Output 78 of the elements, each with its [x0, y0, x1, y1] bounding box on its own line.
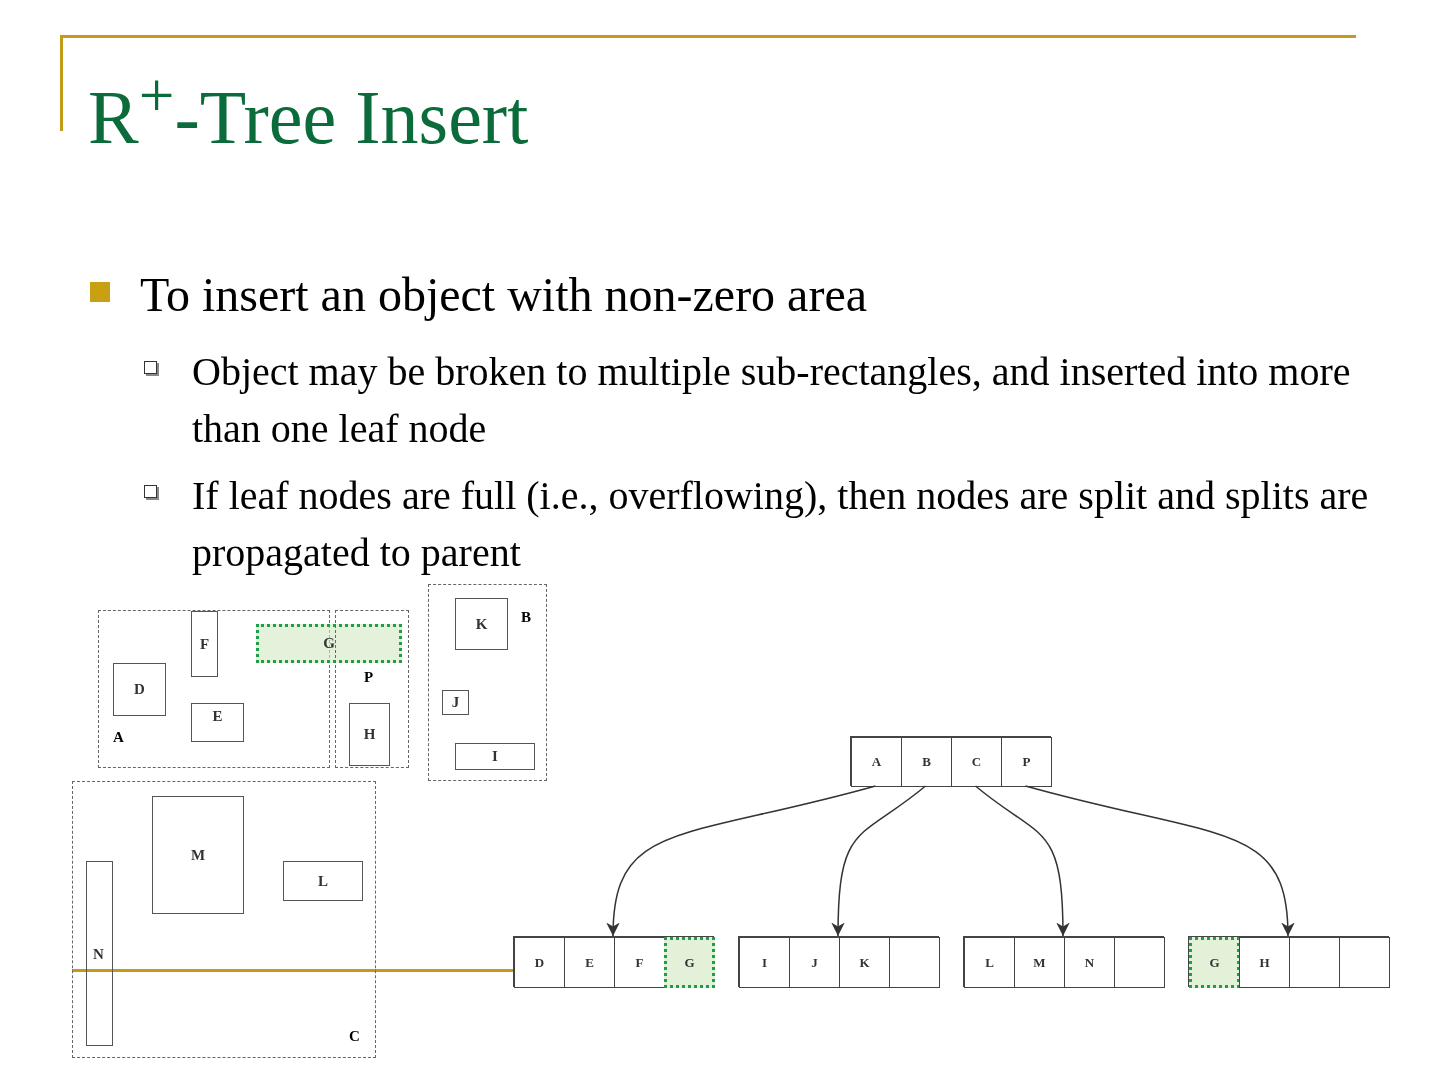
entry-cell [839, 937, 890, 988]
box-label: J [811, 954, 818, 971]
rectangle-box [191, 611, 218, 677]
arrow [1024, 785, 1294, 937]
rectangle-box [86, 861, 113, 1046]
entry-cell [564, 937, 615, 988]
entry-cell [851, 737, 902, 787]
bullet-text: To insert an object with non-zero area [140, 267, 868, 323]
box-label: E [212, 708, 223, 725]
entry-cell [1064, 937, 1115, 988]
rectangle-box [455, 598, 508, 650]
rectangle-box [349, 703, 390, 766]
region-label: B [521, 609, 531, 626]
bullet-text: Object may be broken to multiple sub-rectangles, and inserted into more than one leaf node [192, 348, 1352, 453]
rectangle-box [442, 690, 469, 715]
box-label: K [475, 615, 488, 633]
entry-cell [1289, 937, 1340, 988]
dashed-region-box [72, 781, 376, 1058]
dashed-region-box [428, 584, 547, 781]
entry-cell [514, 937, 565, 988]
box-label: A [871, 754, 882, 770]
box-label: G [684, 954, 695, 971]
box-label: P [1022, 754, 1031, 770]
box-label: K [859, 954, 870, 971]
entry-cell [739, 937, 790, 988]
region-label: C [349, 1028, 360, 1045]
rectangle-box [283, 861, 363, 901]
box-label: L [985, 954, 994, 971]
box-label: F [199, 635, 210, 653]
box-label: N [93, 946, 104, 963]
rectangle-box [152, 796, 244, 914]
box-label: H [1259, 954, 1270, 971]
arrow [831, 785, 927, 937]
box-label: J [451, 694, 460, 711]
region-label: A [113, 729, 124, 746]
rectangle-box [191, 703, 244, 742]
tree-node-record [963, 936, 1164, 987]
entry-cell [1014, 937, 1065, 988]
box-label: I [492, 748, 498, 765]
tree-node-record [1188, 936, 1389, 987]
box-label: C [971, 754, 982, 770]
entry-cell [1114, 937, 1165, 988]
entry-cell [889, 937, 940, 988]
tree-node-record [738, 936, 939, 987]
box-label: G [1209, 954, 1220, 971]
box-label: N [1084, 954, 1095, 971]
entry-cell [951, 737, 1002, 787]
rectangle-box [113, 663, 166, 716]
arrow [974, 785, 1070, 937]
entry-cell [789, 937, 840, 988]
entry-cell [1189, 937, 1240, 988]
box-label: L [318, 872, 328, 890]
entry-cell [1339, 937, 1390, 988]
slide-title: R$^{+}$-Tree Insert [88, 62, 529, 160]
entry-cell [964, 937, 1015, 988]
entry-cell [1001, 737, 1052, 787]
tree-node-record [513, 936, 714, 987]
entry-cell [664, 937, 715, 988]
tree-node-record [850, 736, 1051, 786]
arrow [607, 785, 877, 937]
entry-cell [614, 937, 665, 988]
box-label: F [635, 954, 644, 971]
region-label: P [364, 669, 374, 686]
box-label: H [363, 726, 376, 743]
bullet-text: If leaf nodes are full (i.e., overflowing), then nodes are split and splits are propagated to parent [192, 472, 1370, 577]
box-label: G [323, 635, 335, 652]
box-label: E [585, 954, 594, 971]
box-label: D [134, 681, 145, 698]
box-label: B [922, 754, 931, 770]
box-label: M [190, 846, 206, 864]
box-label: I [761, 954, 768, 971]
entry-cell [901, 737, 952, 787]
box-label: D [534, 954, 545, 971]
rectangle-box [455, 743, 535, 770]
inserted-object-box [256, 624, 402, 663]
dashed-region-box [335, 610, 409, 768]
box-label: M [1033, 954, 1046, 971]
entry-cell [1239, 937, 1290, 988]
